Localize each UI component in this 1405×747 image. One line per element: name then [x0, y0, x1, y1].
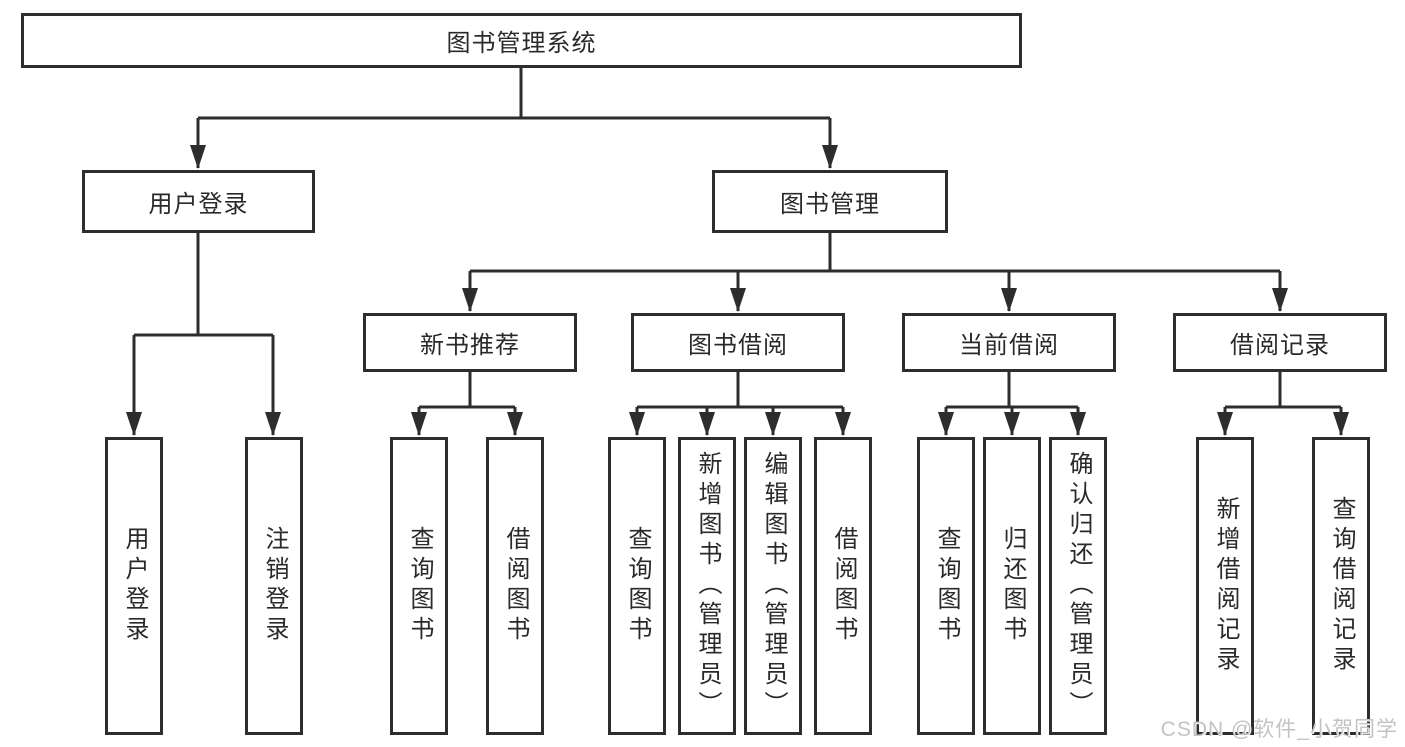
leaf-label: 新增图书（管理员）	[694, 451, 721, 721]
node-book-management: 图书管理	[712, 170, 948, 233]
leaf-confirm-return-admin: 确认归还（管理员）	[1049, 437, 1107, 735]
node-book-borrow: 图书借阅	[631, 313, 845, 372]
leaf-query-books-borrow: 查询图书	[608, 437, 666, 735]
node-label: 图书管理系统	[446, 30, 597, 57]
leaf-label: 注销登录	[261, 526, 288, 646]
node-root: 图书管理系统	[21, 13, 1022, 68]
leaf-label: 归还图书	[999, 526, 1026, 646]
leaf-label: 借阅图书	[502, 526, 529, 646]
leaf-add-books-admin: 新增图书（管理员）	[678, 437, 736, 735]
node-label: 借阅记录	[1230, 332, 1330, 359]
node-label: 用户登录	[148, 191, 249, 218]
csdn-watermark: CSDN @软件_小贺同学	[1160, 718, 1398, 741]
leaf-label: 编辑图书（管理员）	[760, 451, 787, 721]
node-borrow-records: 借阅记录	[1173, 313, 1387, 372]
node-label: 新书推荐	[420, 332, 520, 359]
leaf-borrow-books-recommend: 借阅图书	[486, 437, 544, 735]
node-new-book-recommend: 新书推荐	[363, 313, 577, 372]
leaf-logout: 注销登录	[245, 437, 303, 735]
leaf-label: 新增借阅记录	[1212, 496, 1239, 676]
leaf-label: 查询图书	[933, 526, 960, 646]
leaf-query-borrow-record: 查询借阅记录	[1312, 437, 1370, 735]
leaf-query-books-current: 查询图书	[917, 437, 975, 735]
leaf-user-login: 用户登录	[105, 437, 163, 735]
node-label: 当前借阅	[959, 332, 1059, 359]
leaf-return-books: 归还图书	[983, 437, 1041, 735]
leaf-label: 借阅图书	[830, 526, 857, 646]
leaf-edit-books-admin: 编辑图书（管理员）	[744, 437, 802, 735]
leaf-query-books-recommend: 查询图书	[390, 437, 448, 735]
leaf-label: 查询图书	[624, 526, 651, 646]
leaf-label: 查询借阅记录	[1328, 496, 1355, 676]
leaf-label: 确认归还（管理员）	[1065, 451, 1092, 721]
leaf-label: 查询图书	[406, 526, 433, 646]
node-label: 图书管理	[780, 191, 880, 218]
leaf-borrow-books: 借阅图书	[814, 437, 872, 735]
node-label: 图书借阅	[688, 332, 788, 359]
node-current-borrow: 当前借阅	[902, 313, 1116, 372]
leaf-add-borrow-record: 新增借阅记录	[1196, 437, 1254, 735]
node-user-login-branch: 用户登录	[82, 170, 315, 233]
leaf-label: 用户登录	[121, 526, 148, 646]
